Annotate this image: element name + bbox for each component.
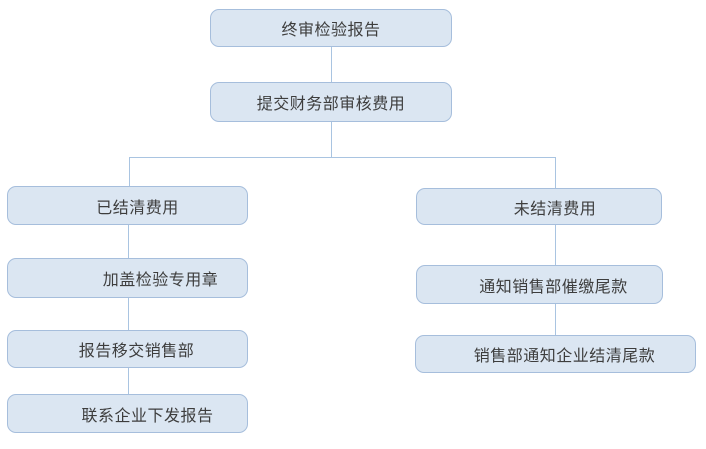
node-label: 未结清费用 bbox=[513, 200, 597, 218]
node-final-inspection-report: 终审检验报告 bbox=[210, 9, 452, 47]
node-submit-finance-review: 提交财务部审核费用 bbox=[210, 82, 452, 122]
node-label: 加盖检验专用章 bbox=[102, 272, 219, 289]
node-label: 提交财务部审核费用 bbox=[256, 96, 406, 113]
node-label: 终审检验报告 bbox=[281, 22, 381, 39]
node-fees-settled: 已结清费用 bbox=[7, 186, 248, 225]
connector-unsettled-to-notify bbox=[555, 225, 556, 265]
node-fees-unsettled: 未结清费用 bbox=[416, 188, 662, 225]
node-stamp-inspection-seal: 加盖检验专用章 bbox=[7, 258, 248, 298]
node-label: 销售部通知企业结清尾款 bbox=[473, 348, 656, 365]
connector-final-to-submit bbox=[331, 47, 332, 82]
node-label: 通知销售部催缴尾款 bbox=[479, 278, 628, 296]
connector-submit-to-branch bbox=[331, 122, 332, 157]
node-report-to-sales: 报告移交销售部 bbox=[7, 330, 248, 368]
connector-branch-horizontal bbox=[129, 157, 556, 158]
connector-transfer-to-contact bbox=[128, 368, 129, 394]
node-sales-notify-enterprise: 销售部通知企业结清尾款 bbox=[415, 335, 696, 373]
connector-branch-to-settled bbox=[129, 157, 130, 186]
connector-settled-to-stamp bbox=[128, 225, 129, 258]
connector-notify-to-sales bbox=[555, 304, 556, 335]
node-label: 已结清费用 bbox=[96, 199, 179, 217]
node-label: 联系企业下发报告 bbox=[81, 407, 214, 425]
connector-stamp-to-transfer bbox=[128, 298, 129, 330]
node-notify-sales-collect: 通知销售部催缴尾款 bbox=[416, 265, 663, 304]
node-contact-enterprise-issue: 联系企业下发报告 bbox=[7, 394, 248, 433]
connector-branch-to-unsettled bbox=[555, 157, 556, 188]
node-label: 报告移交销售部 bbox=[78, 343, 195, 360]
